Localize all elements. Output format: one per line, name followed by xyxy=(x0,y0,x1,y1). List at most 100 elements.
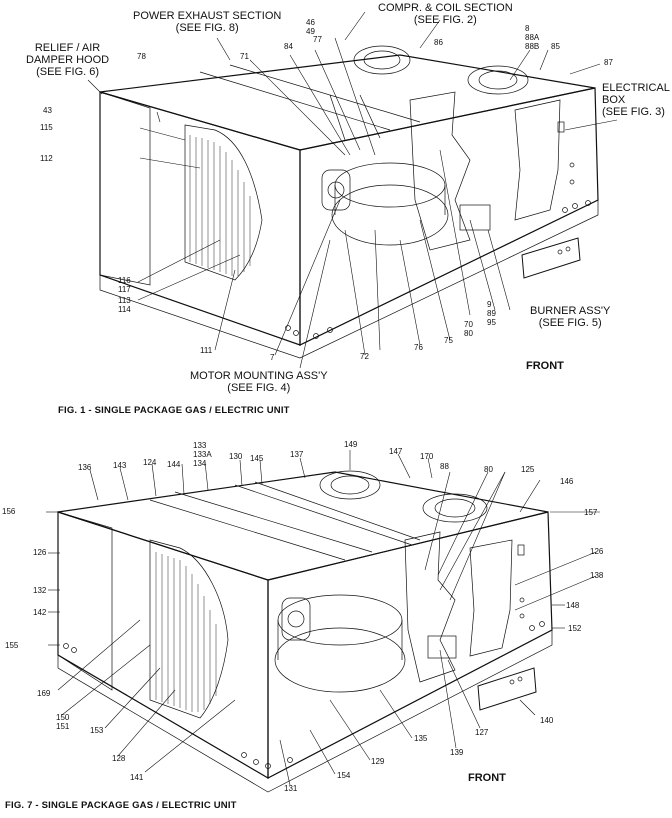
fig7-coil-cutaway xyxy=(149,539,229,719)
fig7-caption: FIG. 7 - SINGLE PACKAGE GAS / ELECTRIC U… xyxy=(5,800,237,811)
fig1-callout-115: 115 xyxy=(40,123,53,132)
fig7-callout-154: 154 xyxy=(337,771,351,780)
fig1-electrical-cutaway xyxy=(514,99,561,221)
fig1-callout-87: 87 xyxy=(604,58,613,67)
fig1-relief-hood xyxy=(99,91,151,286)
fig7-blower-wheel xyxy=(274,627,406,693)
fig7-front-label: FRONT xyxy=(468,772,506,784)
fig7-callout-148: 148 xyxy=(566,601,580,610)
fig1-callout-85: 85 xyxy=(551,42,560,51)
fig1-electrical-box-label: ELECTRICAL BOX (SEE FIG. 3) xyxy=(602,82,670,118)
fig1-relief-damper-label: RELIEF / AIR DAMPER HOOD (SEE FIG. 6) xyxy=(26,42,110,78)
fig7-callout-130: 130 xyxy=(229,452,243,461)
fig1-unit-top-face xyxy=(99,54,596,151)
fig1-base-holes xyxy=(285,200,591,339)
fig7-callout-131: 131 xyxy=(284,784,298,793)
fig7-callout-141: 141 xyxy=(130,773,144,782)
fig7-callout-170: 170 xyxy=(420,452,434,461)
fig1-burner-label: BURNER ASS'Y (SEE FIG. 5) xyxy=(530,305,611,329)
fig7-callout-124: 124 xyxy=(143,458,157,467)
fig7-compressor-cutaway xyxy=(404,531,456,683)
fig1-coil-fins xyxy=(189,135,251,276)
fig7-callout-147: 147 xyxy=(389,447,403,456)
fig7-callout-126-left: 126 xyxy=(33,548,47,557)
fig1-callout-7: 7 xyxy=(270,353,275,362)
fig7-callout-132: 132 xyxy=(33,586,47,595)
fig7-top-strips xyxy=(149,481,421,561)
fig1-callout-75: 75 xyxy=(444,336,453,345)
fig7-callout-169: 169 xyxy=(37,689,51,698)
fig7-callout-152: 152 xyxy=(568,624,582,633)
fig7-callout-143: 143 xyxy=(113,461,127,470)
fig1-access-panel xyxy=(521,237,581,279)
fig7-unit-drawing xyxy=(46,450,600,793)
fig1-coil-cutaway xyxy=(184,124,263,281)
fig7-callout-138: 138 xyxy=(590,571,604,580)
fig7-callout-140: 140 xyxy=(540,716,554,725)
fig7-unit-front-face xyxy=(57,511,269,780)
fig1-leader-lines xyxy=(87,11,618,369)
fig1-callout-111: 111 xyxy=(200,346,213,355)
fig7-coil-fins xyxy=(155,552,217,712)
fig7-callout-80: 80 xyxy=(484,465,493,474)
fig7-callout-127: 127 xyxy=(475,728,489,737)
fig1-callout-78: 78 xyxy=(137,52,146,61)
fig1-caption: FIG. 1 - SINGLE PACKAGE GAS / ELECTRIC U… xyxy=(58,405,290,416)
fig7-callout-142: 142 xyxy=(33,608,47,617)
fig1-front-label: FRONT xyxy=(526,360,564,372)
fig7-callout-129: 129 xyxy=(371,757,385,766)
fig1-condenser-fan-2 xyxy=(467,65,529,95)
fig7-callout-136: 136 xyxy=(78,463,92,472)
fig1-power-exhaust-label: POWER EXHAUST SECTION (SEE FIG. 8) xyxy=(133,10,282,34)
fig1-callout-71: 71 xyxy=(240,52,249,61)
fig7-condenser-fan-1 xyxy=(319,470,381,500)
fig7-callout-144: 144 xyxy=(167,460,181,469)
fig7-condenser-fan-2 xyxy=(422,493,488,523)
fig7-callout-88: 88 xyxy=(440,462,449,471)
fig7-callout-139: 139 xyxy=(450,748,464,757)
fig1-callout-76: 76 xyxy=(414,343,423,352)
fig7-unit-side-face xyxy=(267,511,553,779)
fig7-callout-128: 128 xyxy=(112,754,126,763)
fig7-unit-top-face xyxy=(57,471,549,581)
fig7-base-rail xyxy=(57,629,553,793)
fig7-callout-149: 149 xyxy=(344,440,358,449)
fig7-callout-125: 125 xyxy=(521,465,535,474)
fig1-callout-72: 72 xyxy=(360,352,369,361)
fig7-callout-137: 137 xyxy=(290,450,304,459)
fig1-compressor-cutaway xyxy=(409,91,471,251)
fig1-compr-coil-label: COMPR. & COIL SECTION (SEE FIG. 2) xyxy=(378,2,513,26)
fig1-condenser-fan-1 xyxy=(353,45,411,75)
fig1-callout-112: 112 xyxy=(40,154,53,163)
fig7-callout-157: 157 xyxy=(584,508,598,517)
fig1-callout-86: 86 xyxy=(434,38,443,47)
fig1-callout-84: 84 xyxy=(284,42,293,51)
fig1-callout-43: 43 xyxy=(43,106,52,115)
fig1-unit-drawing xyxy=(87,11,618,369)
fig7-callout-145: 145 xyxy=(250,454,264,463)
fig7-callout-135: 135 xyxy=(414,734,428,743)
fig7-callout-146: 146 xyxy=(560,477,574,486)
fig1-burner-box xyxy=(459,204,491,231)
fig7-electrical-cutaway xyxy=(469,539,513,657)
fig1-motor-mounting-label: MOTOR MOUNTING ASS'Y (SEE FIG. 4) xyxy=(190,370,328,394)
fig1-top-panels xyxy=(199,64,421,141)
fig7-access-panel xyxy=(477,667,537,711)
fig7-callout-155: 155 xyxy=(5,641,19,650)
fig1-blower-wheel xyxy=(331,184,449,246)
fig7-motor xyxy=(281,597,311,641)
fig7-callout-156: 156 xyxy=(2,507,16,516)
fig7-relief-hood xyxy=(57,511,113,691)
fig7-callout-153: 153 xyxy=(90,726,104,735)
fig7-callout-126-right: 126 xyxy=(590,547,604,556)
fig7-base-holes xyxy=(63,621,545,769)
fig7-leader-lines xyxy=(46,450,600,786)
